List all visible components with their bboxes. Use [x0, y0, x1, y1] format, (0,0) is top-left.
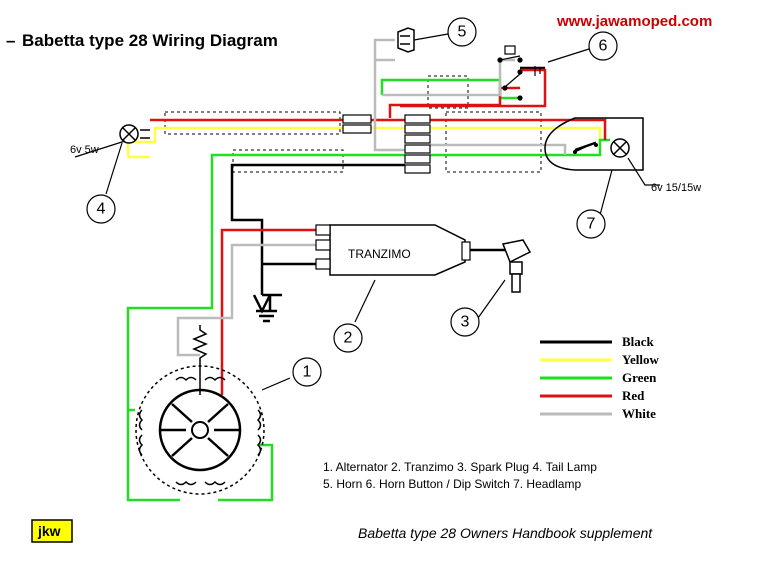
- tranzimo-unit: [315, 224, 471, 323]
- tail-lamp-rating: 6v 5w: [70, 144, 99, 156]
- legend-label-white: White: [622, 406, 656, 421]
- legend-label-red: Red: [622, 388, 645, 403]
- headlamp-rating: 6v 15/15w: [651, 182, 701, 194]
- wire-color-legend: Black Yellow Green Red White: [540, 334, 659, 421]
- diagram-title: –: [6, 31, 15, 50]
- spark-plug: [477, 239, 532, 319]
- tranzimo-label: TRANZIMO: [348, 247, 411, 261]
- website-url: www.jawamoped.com: [556, 13, 712, 30]
- dashed-enclosures: [164, 75, 542, 173]
- svg-text:7: 7: [587, 216, 596, 233]
- callout-4: 4: [86, 194, 116, 224]
- horn-button-dip-switch: [497, 45, 541, 101]
- footer-caption: Babetta type 28 Owners Handbook suppleme…: [358, 525, 653, 541]
- tail-lamp: [74, 124, 150, 195]
- svg-text:jkw: jkw: [37, 523, 61, 539]
- horn: [397, 27, 449, 53]
- legend-label-yellow: Yellow: [622, 352, 659, 367]
- callout-7: 7: [576, 209, 606, 239]
- svg-text:3: 3: [461, 314, 470, 331]
- svg-text:4: 4: [97, 201, 106, 218]
- alternator: [135, 325, 291, 495]
- callout-2: 2: [333, 323, 363, 353]
- diagram-title-text: Babetta type 28 Wiring Diagram: [22, 31, 278, 50]
- component-key-line-2: 5. Horn 6. Horn Button / Dip Switch 7. H…: [323, 477, 581, 491]
- connector-block-center: [404, 114, 431, 174]
- legend-label-green: Green: [622, 370, 657, 385]
- callout-3: 3: [450, 307, 480, 337]
- headlamp: [544, 117, 660, 216]
- svg-text:2: 2: [344, 330, 353, 347]
- connector-block-left: [342, 114, 372, 134]
- callout-1: 1: [292, 357, 322, 387]
- jkw-logo: jkw: [31, 519, 73, 543]
- component-key-line-1: 1. Alternator 2. Tranzimo 3. Spark Plug …: [323, 460, 597, 474]
- callout-6: 6: [547, 31, 618, 63]
- svg-text:5: 5: [458, 24, 467, 41]
- legend-label-black: Black: [622, 334, 655, 349]
- svg-text:1: 1: [303, 364, 312, 381]
- wires-black: [230, 66, 596, 323]
- callout-5: 5: [447, 17, 477, 47]
- wires-white: [176, 38, 567, 357]
- svg-text:6: 6: [599, 38, 608, 55]
